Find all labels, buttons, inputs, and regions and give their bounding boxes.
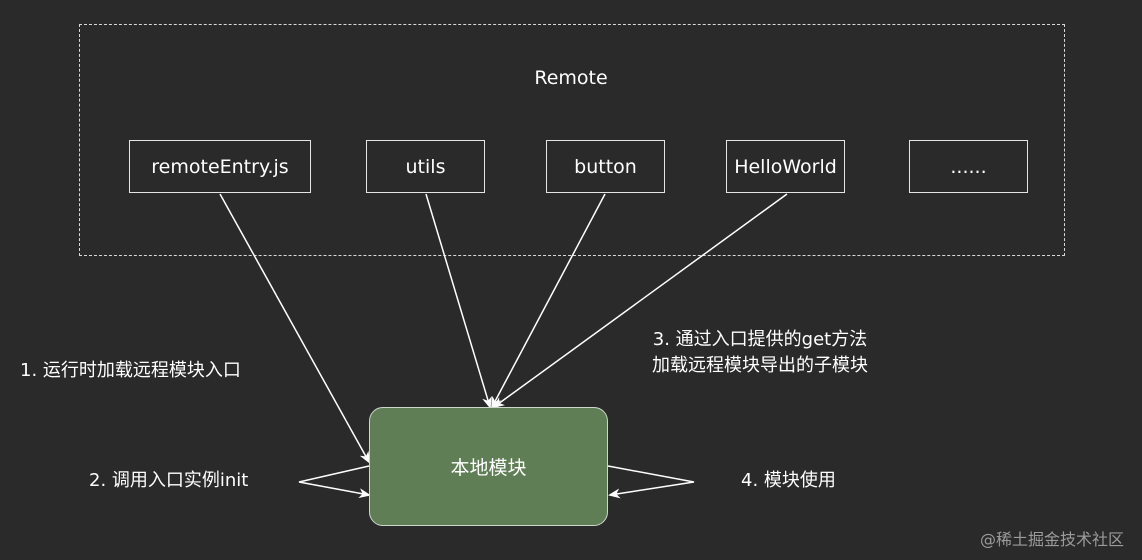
step-2-label: 2. 调用入口实例init <box>89 470 249 491</box>
module-button[interactable]: button <box>546 140 665 193</box>
arrow-init-loop <box>298 465 371 499</box>
watermark: @稀土掘金技术社区 <box>979 530 1124 549</box>
arrow-hello-to-local <box>492 193 788 409</box>
step-3-label: 3. 通过入口提供的get方法 加载远程模块导出的子模块 <box>600 327 920 379</box>
step-4-label: 4. 模块使用 <box>741 470 836 491</box>
local-module[interactable]: 本地模块 <box>369 407 608 526</box>
arrow-remote-entry-to-local <box>219 193 370 464</box>
module-more[interactable]: ...... <box>909 140 1028 193</box>
module-utils[interactable]: utils <box>366 140 485 193</box>
arrow-button-to-local <box>491 193 606 409</box>
step-3-line-2: 加载远程模块导出的子模块 <box>652 355 868 376</box>
module-remote-entry[interactable]: remoteEntry.js <box>129 140 311 193</box>
module-hello-world[interactable]: HelloWorld <box>726 140 845 193</box>
arrow-utils-to-local <box>425 193 492 409</box>
step-3-line-1: 3. 通过入口提供的get方法 <box>652 329 868 350</box>
step-1-label: 1. 运行时加载远程模块入口 <box>20 360 241 381</box>
remote-title: Remote <box>534 67 608 89</box>
arrow-use-loop <box>607 465 695 499</box>
